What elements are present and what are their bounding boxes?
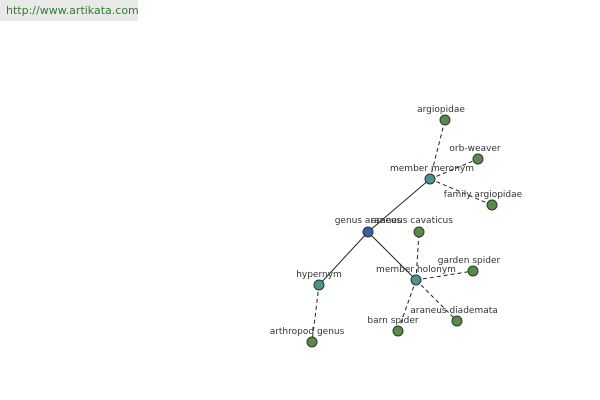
node-member-holonym[interactable]: [410, 274, 422, 286]
graph-edges: [311, 119, 493, 343]
node-family-argiopidae[interactable]: [486, 199, 498, 211]
site-url-link[interactable]: http://www.artikata.com: [0, 0, 138, 21]
node-hypernym[interactable]: [313, 279, 325, 291]
edge-genus-araneus-to-hypernym: [318, 231, 369, 286]
label-member-meronym[interactable]: member meronym: [390, 164, 474, 174]
node-arthropod-genus[interactable]: [306, 336, 318, 348]
edge-hypernym-to-arthropod-genus: [311, 284, 320, 343]
node-araneus-diademata[interactable]: [451, 315, 463, 327]
edge-member-holonym-to-garden-spider: [415, 270, 474, 281]
edge-member-meronym-to-orb-weaver: [429, 158, 479, 180]
node-argiopidae[interactable]: [439, 114, 451, 126]
label-member-holonym[interactable]: member holonym: [376, 265, 456, 275]
label-orb-weaver[interactable]: orb-weaver: [449, 144, 500, 154]
edge-genus-araneus-to-member-holonym: [367, 231, 417, 281]
label-hypernym[interactable]: hypernym: [296, 270, 342, 280]
edge-member-meronym-to-family-argiopidae: [429, 178, 493, 206]
label-araneus-diademata[interactable]: araneus diademata: [410, 306, 498, 316]
label-genus-araneus[interactable]: genus araneus: [335, 216, 402, 226]
label-family-argiopidae[interactable]: family argiopidae: [444, 190, 523, 200]
edge-member-holonym-to-araneus-cavaticus: [415, 231, 420, 281]
label-barn-spider[interactable]: barn spider: [367, 316, 418, 326]
graph-labels: genus araneus member meronym member holony…: [270, 105, 523, 337]
edge-member-holonym-to-barn-spider: [397, 279, 417, 332]
node-member-meronym[interactable]: [424, 173, 436, 185]
node-araneus-cavaticus[interactable]: [413, 226, 425, 238]
node-orb-weaver[interactable]: [472, 153, 484, 165]
edge-member-holonym-to-araneus-diademata: [415, 279, 458, 322]
edge-genus-araneus-to-member-meronym: [367, 178, 431, 233]
node-genus-araneus[interactable]: [362, 226, 374, 238]
label-garden-spider[interactable]: garden spider: [438, 256, 501, 266]
node-barn-spider[interactable]: [392, 325, 404, 337]
label-argiopidae[interactable]: argiopidae: [417, 105, 465, 115]
node-garden-spider[interactable]: [467, 265, 479, 277]
label-araneus-cavaticus[interactable]: araneus cavaticus: [371, 216, 453, 226]
label-arthropod-genus[interactable]: arthropod genus: [270, 327, 345, 337]
graph-nodes: [306, 114, 498, 348]
edge-member-meronym-to-argiopidae: [429, 119, 446, 180]
